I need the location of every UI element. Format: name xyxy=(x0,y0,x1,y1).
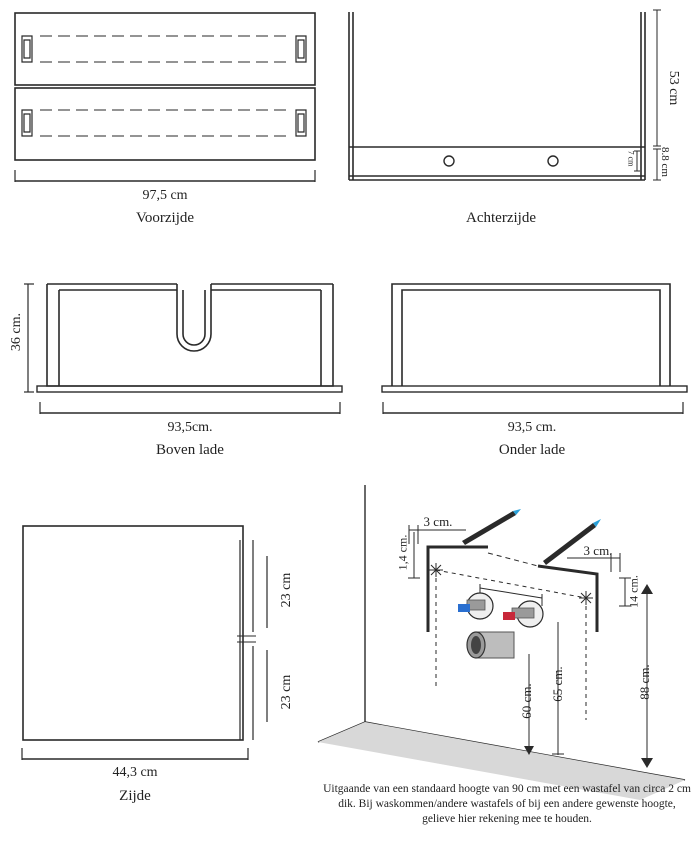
wall-left-offset-label: 3 cm. xyxy=(423,514,453,529)
side-upper-label: 23 cm xyxy=(279,572,294,608)
back-caption: Achterzijde xyxy=(466,210,536,226)
front-view xyxy=(14,12,316,182)
bottom-drawer-caption: Onder lade xyxy=(498,442,566,458)
wall-height-65-label: 65 cm. xyxy=(550,666,565,702)
bottom-drawer-view xyxy=(381,283,688,414)
back-height-label: 53 cm xyxy=(666,70,681,106)
top-drawer-height-label: 36 cm. xyxy=(9,312,24,352)
wall-height-60-label: 60 cm. xyxy=(519,683,534,719)
side-caption: Zijde xyxy=(119,788,151,804)
back-bottom-label: 8.8 cm xyxy=(659,147,671,177)
front-width-label: 97,5 cm xyxy=(142,188,188,203)
top-drawer-view xyxy=(24,283,343,414)
front-caption: Voorzijde xyxy=(135,210,195,226)
top-drawer-width-label: 93,5cm. xyxy=(167,420,213,435)
side-view xyxy=(21,525,268,760)
top-drawer-caption: Boven lade xyxy=(156,442,224,458)
pencil-icon xyxy=(462,509,521,545)
wall-installation-view xyxy=(317,485,686,800)
wall-right-drop-label: 14 cm. xyxy=(626,575,641,608)
installation-note: Uitgaande van een standaard hoogte van 9… xyxy=(323,783,691,825)
bottom-drawer-width-label: 93,5 cm. xyxy=(507,420,557,435)
side-lower-label: 23 cm xyxy=(279,674,294,710)
back-hole-label: 7 cm xyxy=(626,150,636,167)
wall-height-88-label: 88 cm. xyxy=(637,664,652,700)
back-view xyxy=(348,9,661,181)
side-width-label: 44,3 cm xyxy=(112,765,158,780)
pencil-icon xyxy=(543,519,601,565)
wall-right-offset-label: 3 cm. xyxy=(583,543,613,558)
wall-left-drop-label: 1,4 cm. xyxy=(395,534,410,571)
